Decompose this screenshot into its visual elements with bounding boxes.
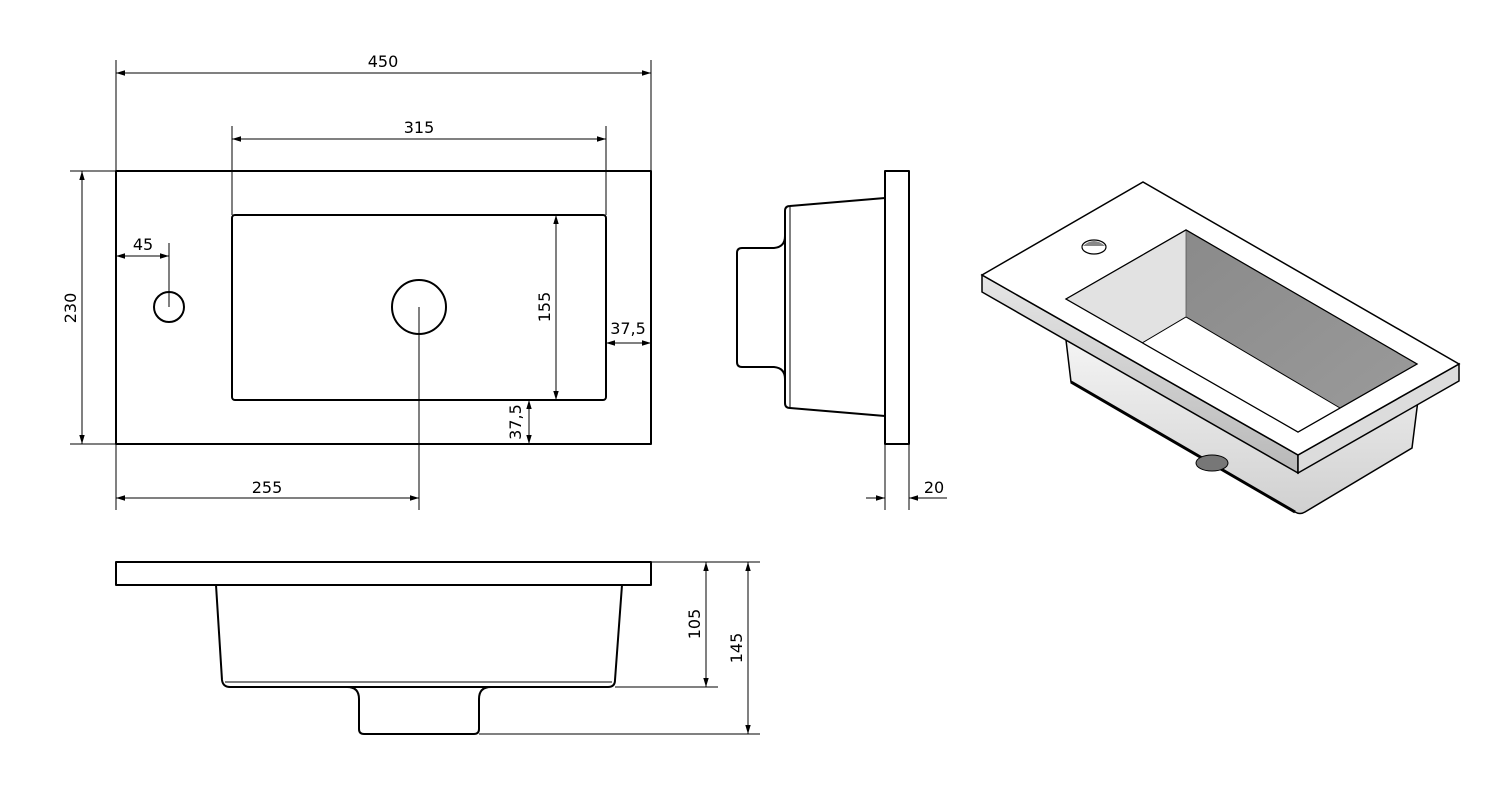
isometric-render <box>980 181 1461 515</box>
dim-overall-height-label: 145 <box>727 633 746 664</box>
dim-overall-height: 145 <box>479 561 760 735</box>
render-bowl-body <box>1065 338 1419 515</box>
dim-front-margin-label: 37,5 <box>506 404 525 440</box>
front-rim <box>115 561 652 586</box>
basin-outline <box>115 170 652 445</box>
side-drain <box>736 235 786 380</box>
dim-rim-thickness-label: 20 <box>924 478 944 497</box>
front-bowl <box>215 584 623 688</box>
dim-bowl-height: 105 <box>615 561 718 688</box>
dim-side-margin: 37,5 <box>606 319 651 346</box>
dim-bowl-depth-label: 155 <box>535 292 554 323</box>
dim-front-margin: 37,5 <box>506 400 532 444</box>
side-view <box>736 170 910 445</box>
dim-overall-width: 450 <box>115 52 652 171</box>
dim-drain-offset: 255 <box>115 307 420 510</box>
side-bowl <box>784 197 886 417</box>
dim-rim-thickness: 20 <box>866 444 947 510</box>
dim-overall-width-label: 450 <box>368 52 399 71</box>
dim-tap-hole-offset: 45 <box>116 235 170 307</box>
dim-side-margin-label: 37,5 <box>610 319 646 338</box>
dim-drain-offset-label: 255 <box>252 478 283 497</box>
dim-overall-depth: 230 <box>61 170 116 445</box>
dim-bowl-width-label: 315 <box>404 118 435 137</box>
front-drain <box>346 686 492 735</box>
top-view <box>115 170 652 445</box>
dim-bowl-depth: 155 <box>535 215 559 400</box>
front-view <box>115 561 652 735</box>
dim-tap-hole-offset-label: 45 <box>133 235 153 254</box>
side-rim <box>884 170 910 445</box>
dim-bowl-width: 315 <box>231 118 607 215</box>
dim-overall-depth-label: 230 <box>61 293 80 324</box>
dim-bowl-height-label: 105 <box>685 609 704 640</box>
